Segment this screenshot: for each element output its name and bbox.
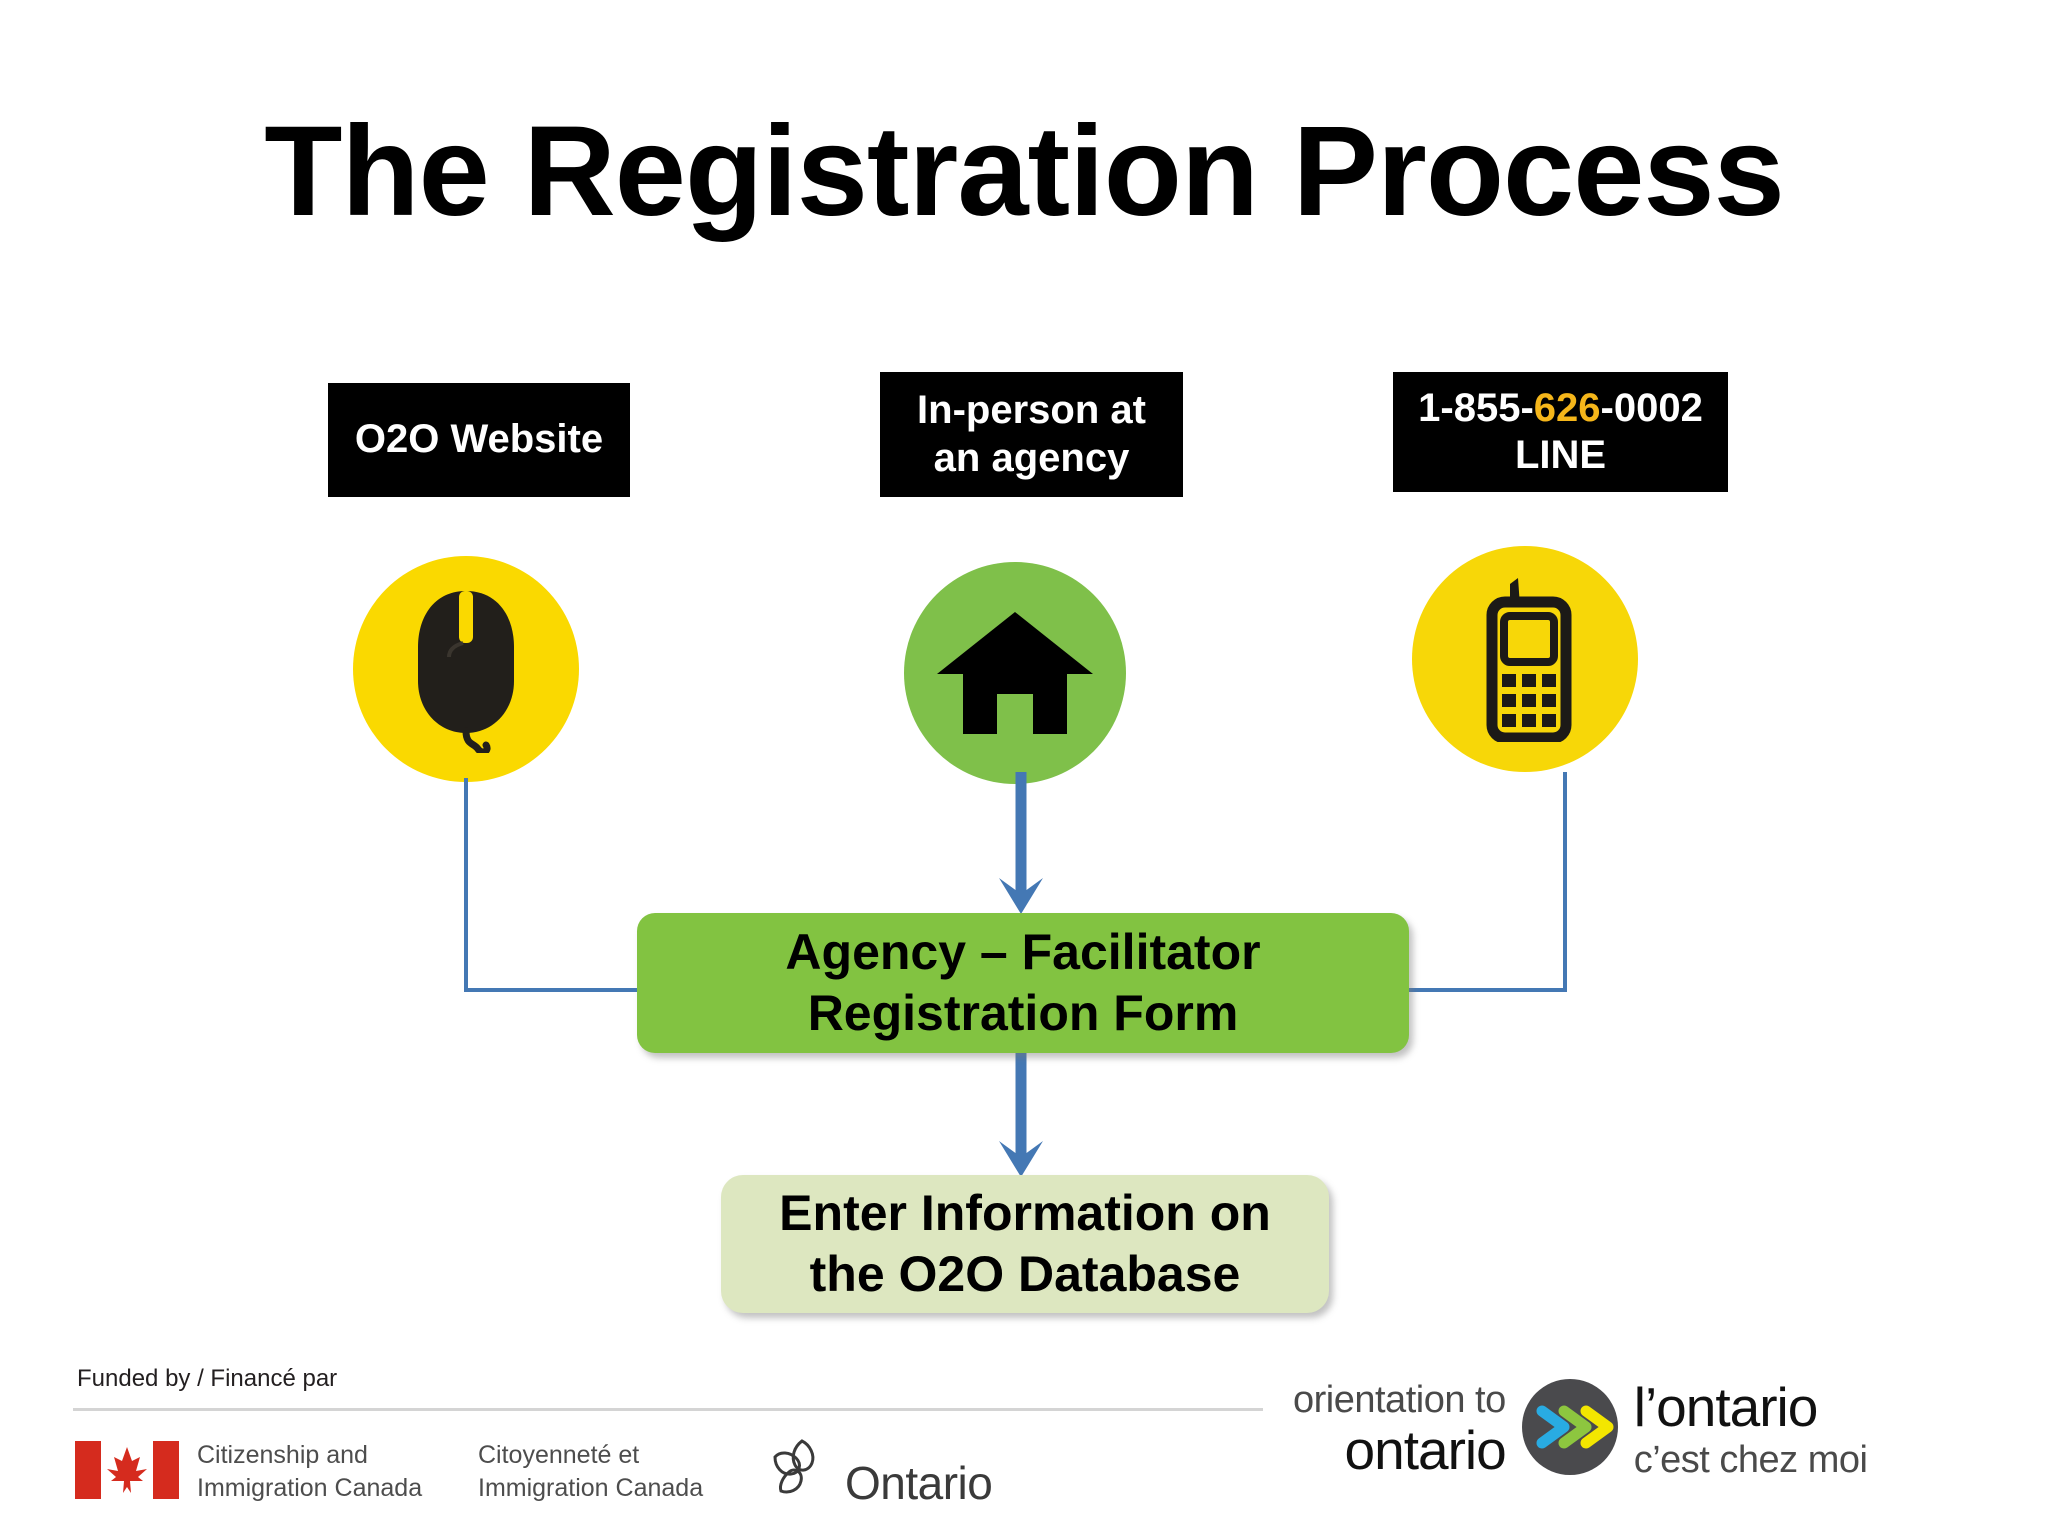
citizenship-immigration-canada-logo-fr: Citoyenneté et Immigration Canada — [478, 1439, 703, 1505]
funded-by-label: Funded by / Financé par — [77, 1365, 338, 1392]
page-title: The Registration Process — [264, 100, 1785, 243]
mobile-phone-icon — [1486, 578, 1572, 742]
ontario-wordmark: Ontario — [845, 1457, 993, 1509]
o2o-logo-fr: l’ontario c’est chez moi — [1633, 1376, 1868, 1481]
phone-highlight: 626 — [1533, 385, 1601, 430]
process-box-agency-line1: Agency – Facilitator — [785, 924, 1261, 980]
process-box-database-text: Enter Information on the O2O Database — [779, 1183, 1271, 1305]
house-icon — [937, 612, 1093, 734]
source-label-in-person-text: In-person at an agency — [917, 387, 1146, 481]
trillium-icon — [765, 1435, 839, 1506]
cic-en-line2: Immigration Canada — [197, 1474, 423, 1502]
process-box-agency-text: Agency – Facilitator Registration Form — [785, 922, 1260, 1044]
process-box-agency-line2: Registration Form — [807, 985, 1239, 1041]
computer-mouse-icon — [418, 591, 514, 753]
process-box-agency-facilitator: Agency – Facilitator Registration Form — [637, 913, 1409, 1053]
source-icon-circle-in-person — [904, 562, 1126, 784]
connector-in-person-to-agency — [999, 772, 1043, 914]
source-label-in-person: In-person at an agency — [880, 372, 1183, 497]
cic-fr-line2: Immigration Canada — [478, 1474, 704, 1502]
connector-agency-to-database — [999, 1053, 1043, 1177]
cic-en-line1: Citizenship and — [197, 1441, 368, 1469]
o2o-en-line1: orientation to — [1293, 1379, 1506, 1421]
cic-fr-line1: Citoyenneté et — [478, 1441, 640, 1469]
o2o-fr-line1: l’ontario — [1633, 1376, 1819, 1438]
process-box-database-line2: the O2O Database — [809, 1246, 1241, 1302]
source-label-phone-text: 1-855-626-0002 LINE — [1418, 385, 1703, 479]
process-box-enter-information: Enter Information on the O2O Database — [721, 1175, 1329, 1313]
phone-prefix: 1-855- — [1418, 385, 1534, 430]
ontario-government-logo: Ontario — [765, 1435, 993, 1509]
source-label-in-person-line2: an agency — [933, 435, 1130, 480]
source-label-phone-number: 1-855-626-0002 — [1418, 385, 1703, 432]
cic-text-en: Citizenship and Immigration Canada — [197, 1439, 422, 1505]
o2o-en-line2: ontario — [1344, 1419, 1507, 1481]
chevrons-badge-icon — [1520, 1377, 1620, 1482]
canada-flag-icon — [75, 1440, 179, 1504]
slide-footer: Funded by / Financé par Citizenship and … — [0, 1355, 2048, 1536]
source-label-website-text: O2O Website — [354, 417, 604, 462]
source-label-phone: 1-855-626-0002 LINE — [1393, 372, 1728, 492]
source-label-website: O2O Website — [328, 383, 630, 497]
orientation-to-ontario-logo: orientation to ontario l’ontario c’est c… — [1293, 1376, 1868, 1482]
source-icon-circle-website — [353, 556, 579, 782]
process-box-database-line1: Enter Information on — [779, 1185, 1271, 1241]
footer-divider — [73, 1408, 1263, 1411]
source-label-phone-line2: LINE — [1514, 433, 1607, 477]
source-label-in-person-line1: In-person at — [917, 388, 1146, 433]
bottom-strip — [0, 1530, 2048, 1536]
phone-suffix: -0002 — [1600, 385, 1703, 430]
o2o-fr-line2: c’est chez moi — [1633, 1439, 1868, 1481]
o2o-logo-en: orientation to ontario — [1293, 1379, 1507, 1481]
source-icon-circle-phone — [1412, 546, 1638, 772]
citizenship-immigration-canada-logo-en: Citizenship and Immigration Canada — [75, 1439, 422, 1505]
